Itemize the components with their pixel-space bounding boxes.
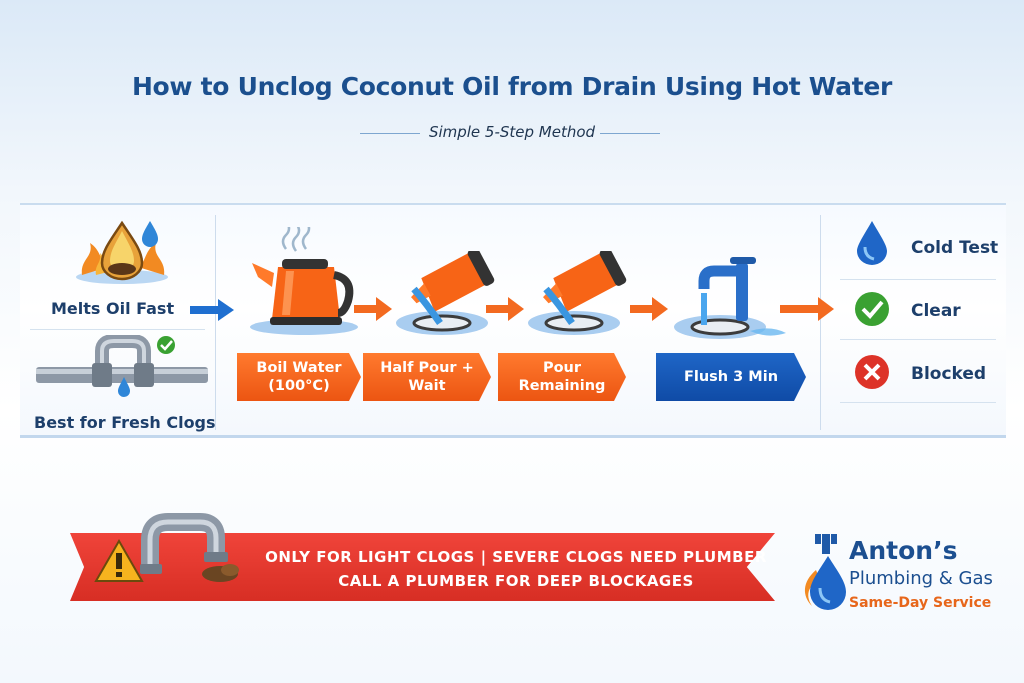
subtitle-rule-right	[600, 133, 660, 134]
cold-test-label: Cold Test	[911, 238, 999, 258]
arrow-right-icon	[630, 297, 668, 321]
best-for-fresh-clogs-label: Best for Fresh Clogs	[34, 413, 216, 432]
kettle-icon	[250, 227, 358, 335]
warning-icon	[94, 538, 144, 582]
arrow-right-icon	[486, 297, 524, 321]
clogged-pipe-icon	[36, 335, 208, 397]
arrow-right-icon	[780, 297, 834, 321]
wrench-drop-logo-icon	[804, 534, 846, 610]
check-icon	[855, 292, 889, 326]
brand-tagline: Plumbing & Gas	[849, 568, 993, 589]
brand-service: Same-Day Service	[849, 595, 992, 611]
clogged-pipe-icon	[140, 513, 239, 582]
clear-label: Clear	[911, 301, 961, 321]
melting-oil-icon	[76, 220, 168, 284]
step-boil-water: Boil Water (100°C)	[237, 353, 361, 401]
panel-divider-left	[215, 215, 216, 430]
arrow-right-icon	[190, 299, 234, 321]
warning-line-2: CALL A PLUMBER FOR DEEP BLOCKAGES	[338, 572, 694, 590]
panel-divider-right	[820, 215, 821, 430]
cross-icon	[855, 355, 889, 389]
result-divider-3	[840, 402, 996, 403]
pouring-kettle-icon	[396, 251, 495, 335]
subtitle-rule-left	[360, 133, 420, 134]
subtitle-row: Simple 5-Step Method	[0, 121, 1024, 145]
step-pour-remaining: Pour Remaining	[498, 353, 626, 401]
pouring-kettle-icon	[528, 251, 627, 335]
warning-line-1: ONLY FOR LIGHT CLOGS | SEVERE CLOGS NEED…	[265, 548, 767, 566]
page-title: How to Unclog Coconut Oil from Drain Usi…	[131, 72, 893, 101]
faucet-icon	[674, 257, 786, 339]
result-divider-2	[840, 339, 996, 340]
step-half-pour-wait: Half Pour + Wait	[363, 353, 491, 401]
step-flush-3-min: Flush 3 Min	[656, 353, 806, 401]
left-divider	[30, 329, 205, 330]
melts-oil-fast-label: Melts Oil Fast	[51, 299, 175, 318]
result-divider-1	[840, 279, 996, 280]
steps-panel: Melts Oil Fast Best for Fresh Clogs Boil…	[20, 203, 1006, 438]
arrow-right-icon	[354, 297, 392, 321]
blocked-label: Blocked	[911, 364, 987, 384]
page-subtitle: Simple 5-Step Method	[428, 123, 596, 141]
water-drop-icon	[857, 221, 887, 265]
warning-banner	[70, 533, 775, 601]
brand-name: Anton’s	[849, 536, 958, 565]
